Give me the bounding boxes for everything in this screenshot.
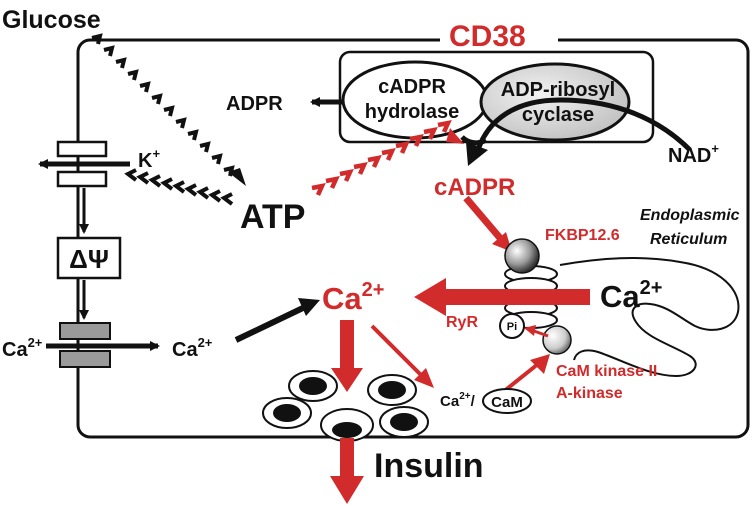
cadpr-label: cADPR (434, 174, 515, 201)
fkbp-label: FKBP12.6 (545, 227, 620, 244)
ca-to-cam-arrow (370, 324, 424, 378)
nad-superscript: + (711, 141, 719, 156)
ca-text: Ca (600, 279, 640, 314)
er-label-line2: Reticulum (650, 231, 727, 248)
insulin-granules (262, 370, 429, 442)
ca-channel-bottom (59, 350, 111, 368)
glucose-arrow-head (228, 168, 246, 186)
atp-to-cyclase-red-chevrons (311, 119, 452, 196)
atp-red-arrow-head (446, 128, 464, 144)
er-release-shaft (438, 289, 590, 305)
insulin-label: Insulin (374, 447, 484, 485)
ca-cam-ca-label: Ca2+/ (440, 391, 476, 410)
cam-ellipse (482, 388, 532, 414)
k-superscript: + (152, 146, 160, 161)
kinase-to-pi-head (524, 325, 536, 336)
ca-superscript: 2+ (640, 277, 663, 299)
ca-superscript: 2+ (28, 335, 43, 350)
nad-to-cadpr-arrow (475, 97, 692, 152)
ca-influx-label: Ca2+ (172, 335, 213, 361)
cd38-enzyme-box (338, 50, 655, 144)
ca-to-cam-head (414, 368, 434, 388)
adpr-label: ADPR (226, 93, 283, 115)
cam-to-kinase-head (530, 354, 550, 374)
pi-label: Pi (507, 321, 517, 333)
ca-to-center-arrow (234, 304, 307, 343)
cyclase-label-line2: cyclase (522, 104, 594, 126)
granule-core (273, 404, 301, 422)
ca-text: Ca (322, 281, 362, 316)
ca-cytosolic-label: Ca2+ (322, 279, 384, 316)
kinase-label-line2: A-kinase (556, 385, 623, 402)
granule-docked-core (332, 422, 362, 438)
ca-down-head (331, 368, 363, 392)
cadpr-to-fkbp-arrow (463, 195, 503, 241)
granule-core (390, 413, 418, 431)
cd38-label-gap (440, 30, 558, 50)
insulin-release-head (330, 476, 364, 504)
ca-superscript: 2+ (362, 279, 385, 301)
granule-core (299, 377, 327, 395)
pi-circle (499, 313, 525, 339)
k-label: K+ (138, 146, 160, 172)
ca-extracellular-label: Ca2+ (2, 335, 43, 361)
fkbp-ball (504, 238, 540, 274)
glucose-to-atp-chevrons (91, 33, 235, 177)
ca-text: Ca (172, 339, 198, 361)
nad-arrow-head (466, 142, 488, 166)
atp-label: ATP (240, 198, 305, 236)
ca-text: Ca (440, 393, 460, 410)
kinase-label-line1: CaM kinase II (556, 363, 657, 380)
ca-to-center-head (298, 298, 320, 316)
slash-text: / (471, 393, 476, 410)
granule-core (378, 381, 406, 399)
k-channel-bottom (56, 170, 108, 188)
endoplasmic-reticulum (559, 257, 740, 378)
kinase-to-pi-arrow (533, 329, 549, 338)
ca-down-shaft (340, 320, 354, 370)
kinase-ball (542, 325, 572, 355)
ca-text: Ca (2, 339, 28, 361)
k-channel-top (56, 140, 108, 158)
ca-er-label: Ca2+ (600, 277, 662, 314)
atp-to-k-channel-chevrons (124, 168, 234, 206)
cyclase-label-line1: ADP-ribosyl (501, 79, 615, 101)
hydrolase-label-line2: hydrolase (365, 101, 459, 123)
k-text: K (138, 150, 153, 172)
hydrolase-ellipse (341, 60, 489, 140)
insulin-release-shaft (340, 438, 354, 478)
nad-text: NAD (668, 145, 711, 167)
nad-label: NAD+ (668, 141, 719, 167)
delta-psi-label: ΔΨ (69, 244, 109, 274)
atp-inhibition-bar (460, 135, 488, 146)
glucose-label: Glucose (2, 6, 101, 34)
hydrolase-label-line1: cADPR (378, 76, 446, 98)
ryr-label: RyR (446, 314, 478, 331)
delta-psi-box (56, 236, 122, 280)
cam-label: CaM (491, 394, 523, 411)
er-label-line1: Endoplasmic (640, 207, 740, 224)
ca-channel-top (59, 322, 111, 340)
ca-superscript: 2+ (198, 335, 213, 350)
cd38-label: CD38 (449, 20, 526, 53)
er-release-head (414, 278, 446, 316)
ca-superscript: 2+ (459, 391, 471, 402)
